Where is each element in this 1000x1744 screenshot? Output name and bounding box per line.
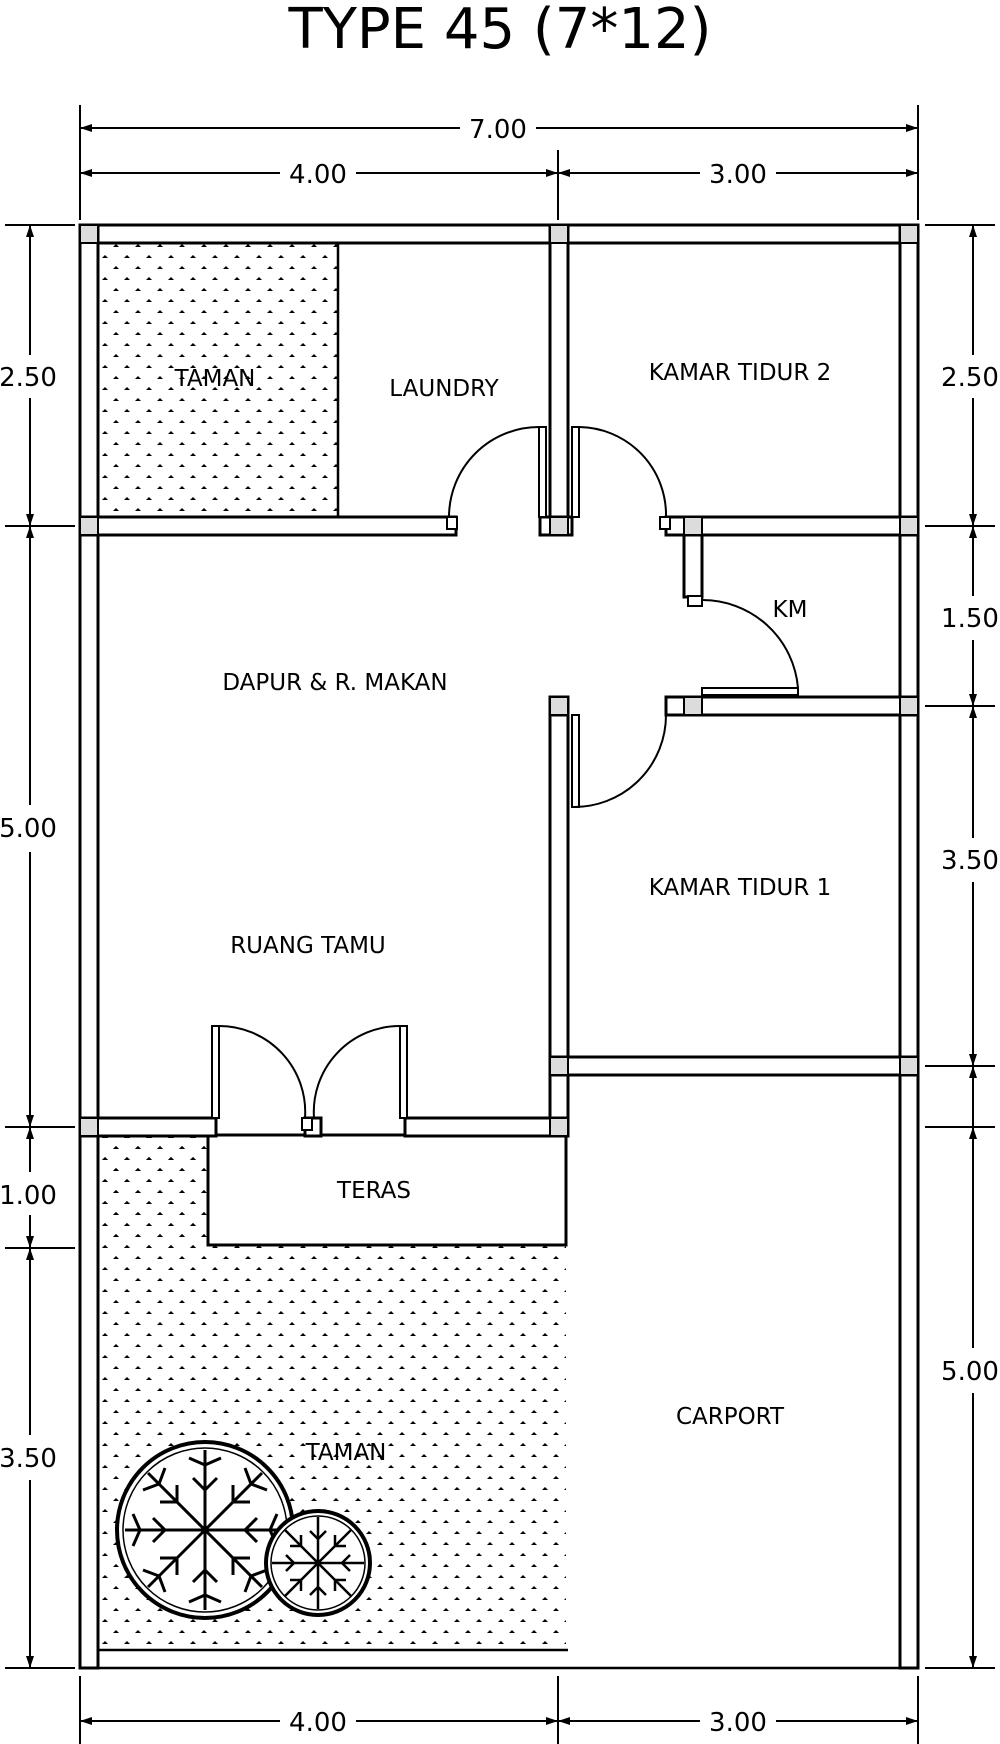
column: [899, 1056, 919, 1076]
room-label-ruang-tamu: RUANG TAMU: [230, 933, 386, 959]
column: [899, 696, 919, 716]
wall-front-right: [403, 1116, 570, 1138]
dimension-lines-left: [5, 224, 75, 1669]
dimension-top-total: 7.00: [469, 115, 527, 145]
wall-vertical-top: [548, 223, 570, 519]
door-front-right[interactable]: [312, 1024, 408, 1119]
door-laundry[interactable]: [446, 426, 547, 530]
wall-left: [78, 223, 100, 1670]
wall-carport-top: [548, 1055, 920, 1077]
door-km[interactable]: [687, 595, 799, 696]
column: [899, 516, 919, 536]
room-label-laundry: LAUNDRY: [389, 376, 499, 402]
tree-large-symbol: [115, 1440, 295, 1620]
room-label-dapur: DAPUR & R. MAKAN: [222, 670, 447, 696]
dimension-left-3: 1.00: [0, 1181, 57, 1211]
dimension-right-4: 5.00: [941, 1357, 999, 1387]
room-label-taman-top: TAMAN: [174, 366, 256, 392]
room-label-km: KM: [773, 597, 808, 623]
room-label-carport: CARPORT: [676, 1404, 785, 1430]
dimension-left-1: 2.50: [0, 363, 57, 393]
dimension-left-2: 5.00: [0, 814, 57, 844]
column: [899, 224, 919, 244]
room-label-teras: TERAS: [336, 1178, 411, 1204]
column: [683, 696, 703, 716]
dimension-right-3: 3.50: [941, 846, 999, 876]
plan-title: TYPE 45 (7*12): [288, 0, 712, 62]
door-kamar-2[interactable]: [571, 426, 671, 530]
dimension-bottom-left: 4.00: [289, 1708, 347, 1738]
garden-bottom-hatch-left: [100, 1135, 205, 1250]
wall-h1-left: [78, 515, 458, 537]
teras-slab: [206, 1133, 568, 1247]
column: [79, 516, 99, 536]
dimension-top-left: 4.00: [289, 160, 347, 190]
column: [79, 224, 99, 244]
wall-h1-right: [664, 515, 920, 537]
column: [549, 1056, 569, 1076]
wall-h2-right: [664, 695, 920, 717]
dimension-top-right: 3.00: [709, 160, 767, 190]
dimension-left-4: 3.50: [0, 1444, 57, 1474]
column: [549, 516, 569, 536]
dimension-lines-right: [925, 224, 995, 1669]
dimension-right-1: 2.50: [941, 363, 999, 393]
wall-top: [78, 223, 920, 245]
wall-right: [898, 223, 920, 1670]
column: [549, 696, 569, 716]
room-label-kamar-tidur-2: KAMAR TIDUR 2: [649, 360, 832, 386]
door-kamar-1[interactable]: [571, 714, 667, 809]
column: [549, 224, 569, 244]
column: [683, 516, 703, 536]
dimension-right-2: 1.50: [941, 604, 999, 634]
column: [549, 1117, 569, 1137]
tree-small-symbol: [264, 1509, 372, 1617]
wall-front-left: [78, 1116, 218, 1138]
door-front-left[interactable]: [211, 1024, 313, 1131]
room-label-taman-bottom: TAMAN: [305, 1440, 387, 1466]
garden-top-hatch: [100, 243, 338, 515]
dimension-lines-top: [79, 105, 919, 220]
wall-km-left: [682, 533, 704, 599]
column: [79, 1117, 99, 1137]
dimension-lines-bottom: [79, 1676, 919, 1744]
room-label-kamar-tidur-1: KAMAR TIDUR 1: [649, 875, 832, 901]
dimension-bottom-right: 3.00: [709, 1708, 767, 1738]
